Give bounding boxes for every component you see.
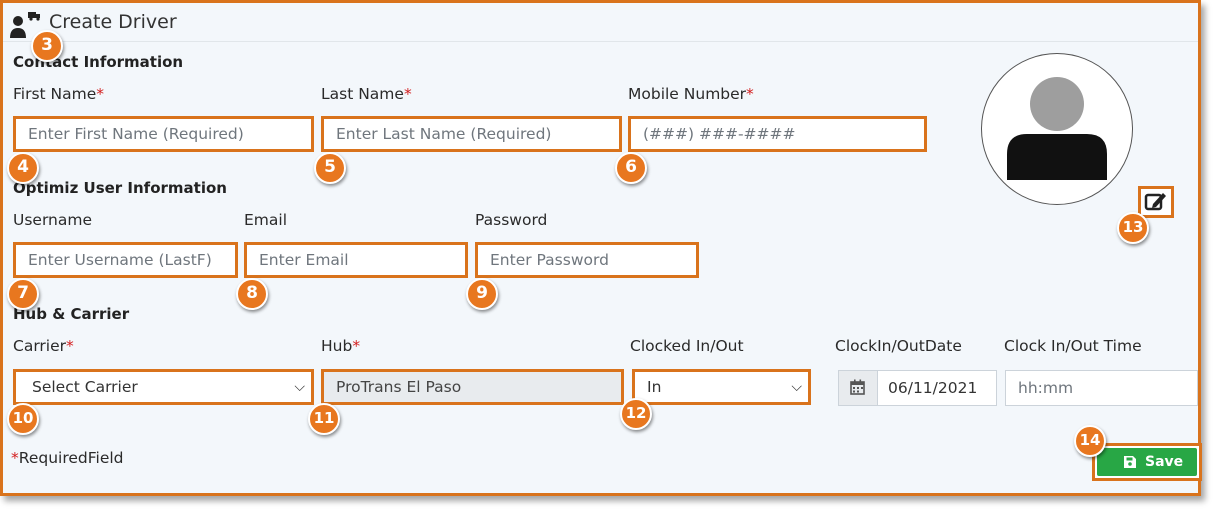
clocked-select[interactable]: In ⌵ xyxy=(632,369,811,405)
callout-badge: 5 xyxy=(314,152,346,184)
hub-label: Hub* xyxy=(321,337,361,355)
avatar-placeholder xyxy=(1007,77,1107,180)
callout-badge: 12 xyxy=(620,398,652,430)
edit-photo-button[interactable] xyxy=(1138,186,1174,218)
first-name-label: First Name* xyxy=(13,85,105,103)
driver-icon xyxy=(10,12,40,38)
chevron-down-icon: ⌵ xyxy=(791,379,802,395)
clock-date-label: ClockIn/OutDate xyxy=(835,337,962,355)
first-name-input[interactable]: Enter First Name (Required) xyxy=(13,116,314,152)
section-hub-title: Hub & Carrier xyxy=(13,305,130,323)
callout-badge: 14 xyxy=(1074,425,1106,457)
page-title: Create Driver xyxy=(49,11,177,33)
callout-badge: 9 xyxy=(466,278,498,310)
clock-time-label: Clock In/Out Time xyxy=(1004,337,1142,355)
clock-date-group: 06/11/2021 xyxy=(838,370,997,406)
clocked-label: Clocked In/Out xyxy=(630,337,744,355)
callout-badge: 10 xyxy=(7,403,39,435)
password-label: Password xyxy=(475,211,548,229)
callout-badge: 6 xyxy=(615,152,647,184)
create-driver-panel: Create Driver Contact Information First … xyxy=(0,0,1202,496)
username-input[interactable]: Enter Username (LastF) xyxy=(13,242,238,278)
email-label: Email xyxy=(244,211,288,229)
callout-badge: 3 xyxy=(31,30,63,62)
save-icon xyxy=(1124,456,1136,468)
calendar-button[interactable] xyxy=(838,370,878,406)
calendar-icon xyxy=(850,379,865,395)
callout-badge: 4 xyxy=(7,152,39,184)
mobile-number-label: Mobile Number* xyxy=(628,85,754,103)
save-button[interactable]: Save xyxy=(1097,448,1197,476)
avatar xyxy=(981,53,1133,205)
password-input[interactable]: Enter Password xyxy=(475,242,699,278)
carrier-select[interactable]: Select Carrier ⌵ xyxy=(13,369,314,405)
section-user-title: Optimiz User Information xyxy=(13,179,227,197)
last-name-label: Last Name* xyxy=(321,85,412,103)
email-input[interactable]: Enter Email xyxy=(244,242,468,278)
username-label: Username xyxy=(13,211,93,229)
callout-badge: 8 xyxy=(236,278,268,310)
panel-header: Create Driver xyxy=(3,3,1198,42)
clock-date-input[interactable]: 06/11/2021 xyxy=(877,370,997,406)
carrier-label: Carrier* xyxy=(13,337,74,355)
hub-input: ProTrans El Paso xyxy=(321,369,624,405)
required-field-note: *RequiredField xyxy=(11,449,124,467)
callout-badge: 7 xyxy=(7,278,39,310)
clock-time-input[interactable]: hh:mm xyxy=(1005,370,1198,406)
callout-badge: 11 xyxy=(308,403,340,435)
callout-badge: 13 xyxy=(1117,212,1149,244)
mobile-number-input[interactable]: (###) ###-#### xyxy=(628,116,927,152)
chevron-down-icon: ⌵ xyxy=(294,379,305,395)
edit-icon xyxy=(1144,193,1166,211)
save-button-frame: Save xyxy=(1092,443,1202,481)
last-name-input[interactable]: Enter Last Name (Required) xyxy=(321,116,622,152)
